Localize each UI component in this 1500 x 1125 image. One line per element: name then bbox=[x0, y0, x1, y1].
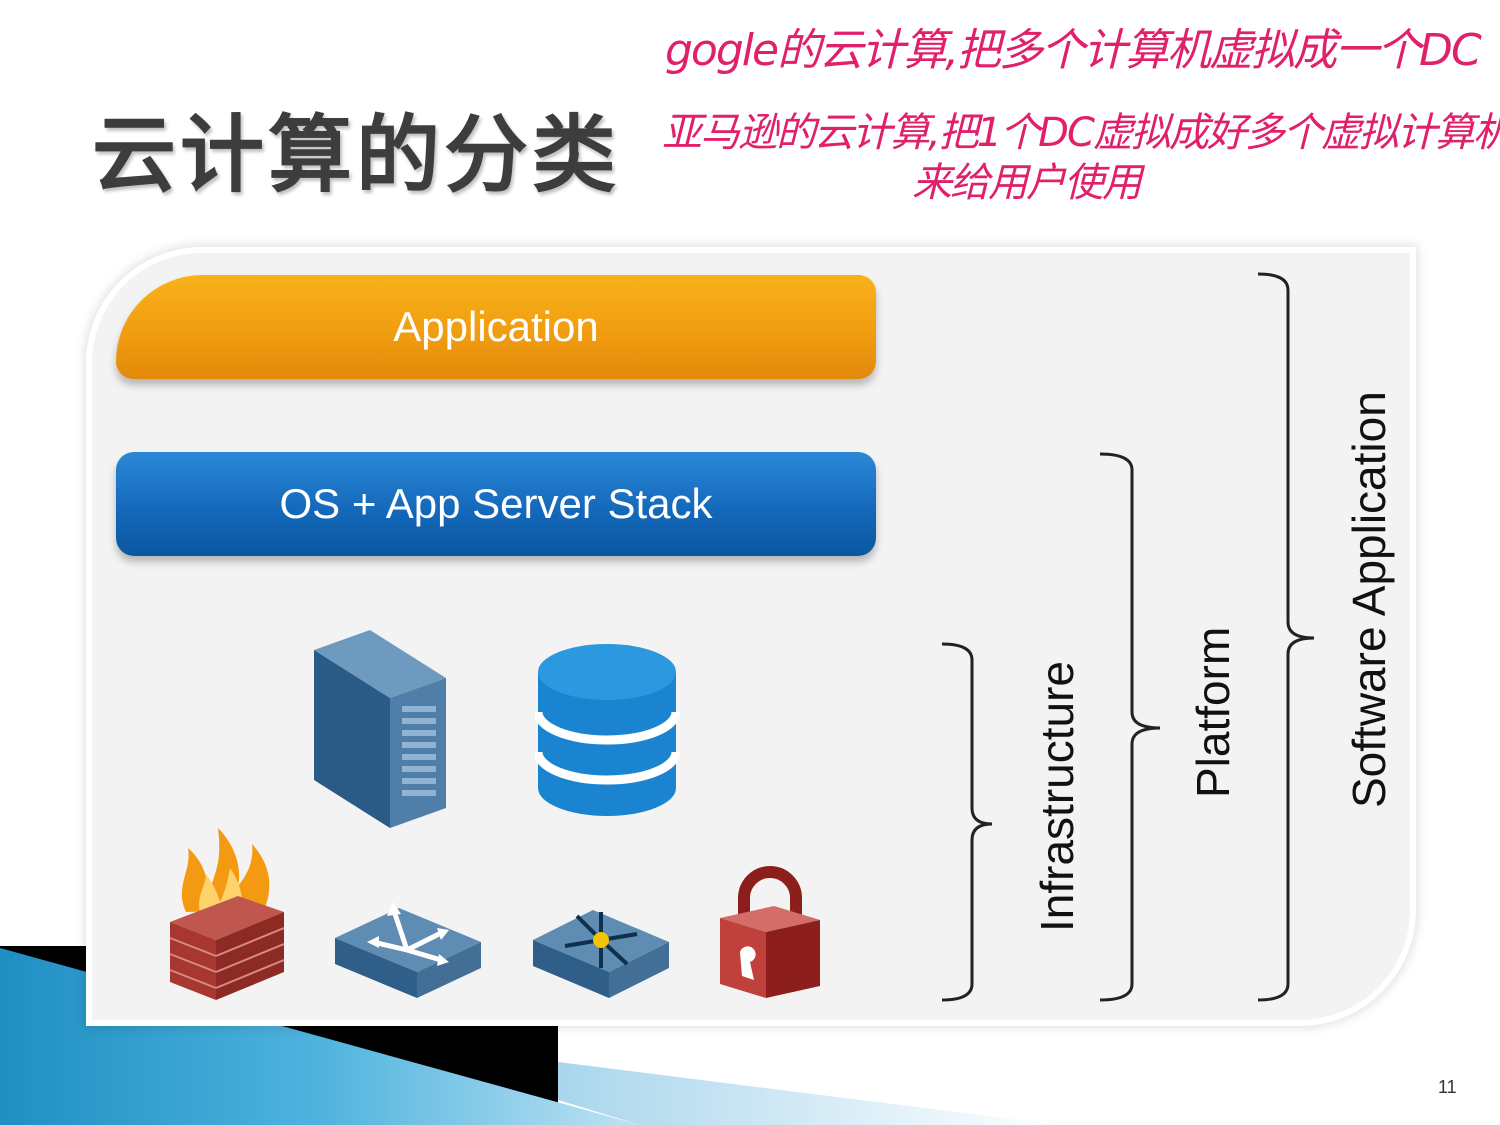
switch-icon bbox=[533, 910, 669, 998]
handwritten-note-line-2: 亚马逊的云计算,把1个DC虚拟成好多个虚拟计算机 bbox=[662, 110, 1500, 156]
page-number: 11 bbox=[1438, 1077, 1457, 1097]
software-application-label: Software Application bbox=[1343, 391, 1395, 808]
infrastructure-label: Infrastructure bbox=[1031, 661, 1083, 932]
os-stack-layer: OS + App Server Stack bbox=[116, 452, 876, 556]
slide-title: 云计算的分类 bbox=[92, 106, 621, 204]
application-layer: Application bbox=[116, 275, 876, 379]
firewall-icon bbox=[169, 828, 285, 1000]
database-icon bbox=[535, 644, 680, 816]
handwritten-note-line-1: gogle的云计算,把多个计算机虚拟成一个DC bbox=[665, 25, 1482, 76]
router-icon bbox=[335, 902, 481, 998]
server-icon bbox=[314, 630, 446, 828]
diagram-panel bbox=[92, 253, 1410, 1020]
platform-label: Platform bbox=[1187, 626, 1239, 798]
lock-icon bbox=[720, 866, 820, 998]
handwritten-note-line-3: 来给用户使用 bbox=[912, 160, 1142, 206]
